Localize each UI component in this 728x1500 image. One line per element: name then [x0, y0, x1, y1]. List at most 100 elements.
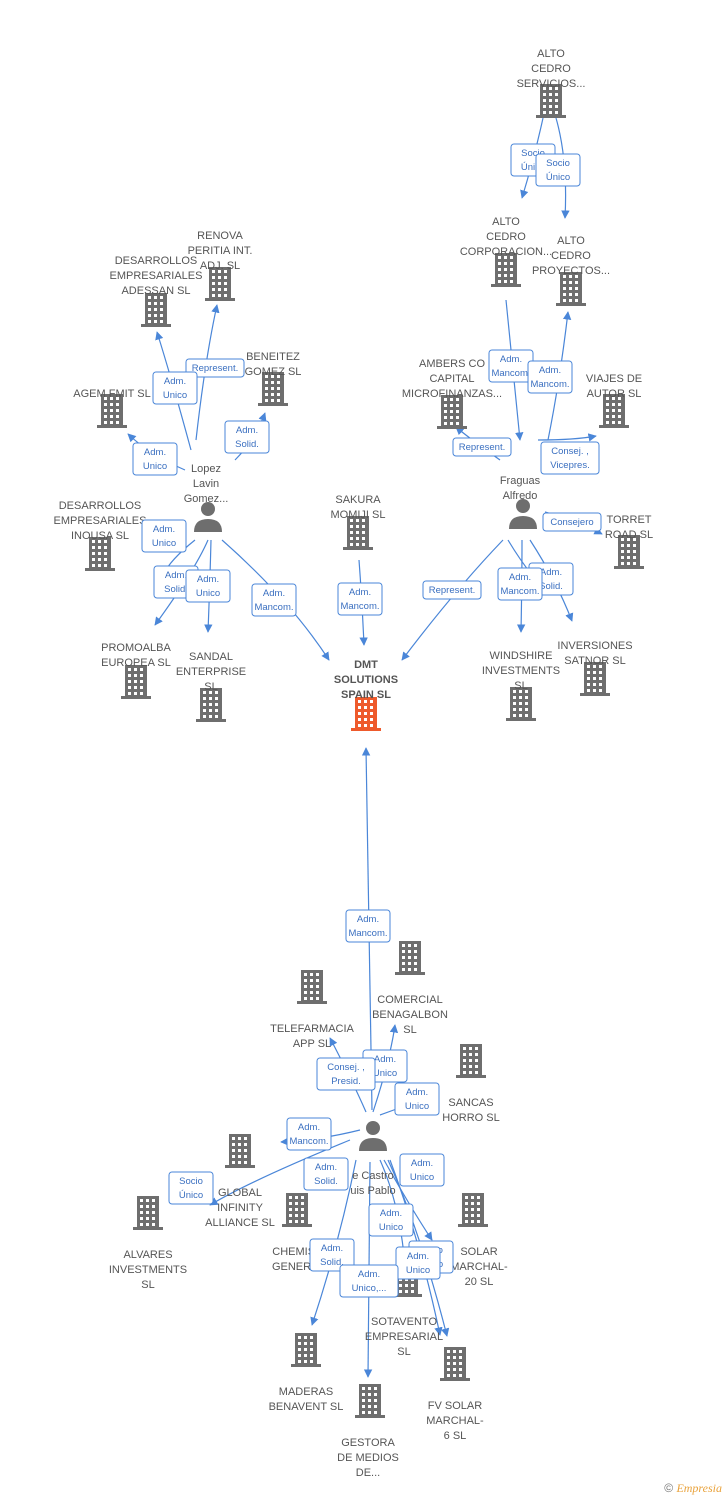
company-label-maderas-line: BENAVENT SL	[269, 1401, 344, 1413]
company-label-gestora-line: DE MEDIOS	[337, 1452, 399, 1464]
relation-edge	[387, 1159, 450, 1337]
relation-text: Adm.Unico,...	[352, 1269, 387, 1294]
company-label-alto_serv-line: SERVICIOS...	[517, 78, 586, 90]
relation-label-r22[interactable]: Consej. ,Presid.	[316, 1057, 376, 1091]
company-building-icon	[395, 941, 425, 975]
person-label-castro-line: e Castro	[352, 1170, 394, 1182]
relation-text-line: Represent.	[192, 363, 238, 374]
relation-text-line: Adm.	[164, 376, 186, 387]
relation-label-r6[interactable]: Adm.Unico	[132, 442, 178, 476]
relation-box	[368, 1203, 414, 1237]
company-label-adessan-line: EMPRESARIALES	[110, 270, 203, 282]
company-label-telefarmacia-line: APP SL	[293, 1038, 331, 1050]
company-building-icon	[225, 1134, 255, 1168]
relation-label-r17[interactable]: Represent.	[422, 580, 482, 600]
relation-label-r25[interactable]: Adm.Solid.	[303, 1157, 349, 1191]
relation-label-r10[interactable]: Consej. ,Vicepres.	[540, 441, 600, 475]
company-label-viajes-line: AUTOR SL	[587, 388, 642, 400]
relation-label-r23[interactable]: Adm.Unico	[394, 1082, 440, 1116]
company-label-torret-line: TORRET	[606, 514, 651, 526]
relation-label-r14[interactable]: Adm.Mancom.	[251, 583, 297, 617]
relation-label-r29[interactable]: Adm.Solid.	[309, 1238, 355, 1272]
company-node-agem[interactable]: AGEM FMIT SL	[73, 388, 151, 428]
brand-logo[interactable]: Empresia	[676, 1481, 722, 1495]
relation-label-r13[interactable]: Adm.Unico	[185, 569, 231, 603]
company-label-ambers-line: MICROFINANZAS...	[402, 388, 502, 400]
company-label-inousa-line: INOUSA SL	[71, 530, 129, 542]
relation-label-r24[interactable]: Adm.Mancom.	[286, 1117, 332, 1151]
company-label-adessan-line: ADESSAN SL	[121, 285, 190, 297]
relation-text-line: Adm.	[321, 1243, 343, 1254]
relation-text-line: Socio	[546, 158, 570, 169]
relation-label-r4[interactable]: Adm.Unico	[152, 371, 198, 405]
relation-box	[251, 583, 297, 617]
company-label-gestora-line: DE...	[356, 1467, 380, 1479]
relation-text-line: Adm.	[500, 354, 522, 365]
relation-text-line: Adm.	[374, 1054, 396, 1065]
relation-label-r15[interactable]: Adm.Mancom.	[337, 582, 383, 616]
relation-text-line: Unico	[143, 461, 167, 472]
relation-label-r5[interactable]: Adm.Solid.	[224, 420, 270, 454]
relation-label-r16[interactable]: Consejero	[542, 512, 602, 532]
relation-label-r28[interactable]: Adm.Unico	[368, 1203, 414, 1237]
relation-label-r7[interactable]: Adm.Mancom.	[488, 349, 534, 383]
company-building-icon	[536, 84, 566, 118]
relation-label-r19[interactable]: Adm.Mancom.	[497, 567, 543, 601]
relation-label-r11[interactable]: Adm.Unico	[141, 519, 187, 553]
relation-box	[540, 441, 600, 475]
relation-box	[452, 437, 512, 457]
company-label-alvares-line: ALVARES	[123, 1249, 172, 1261]
company-label-sotavento-line: SOTAVENTO	[371, 1316, 437, 1328]
relation-label-r20[interactable]: Adm.Mancom.	[345, 909, 391, 943]
relation-label-r32[interactable]: Adm.Unico,...	[339, 1264, 399, 1298]
relation-label-r3[interactable]: Represent.	[185, 358, 245, 378]
relation-label-r8[interactable]: Adm.Mancom.	[527, 360, 573, 394]
company-label-satnor-line: SATNOR SL	[564, 655, 626, 667]
relation-text: Adm.Solid.	[235, 425, 259, 450]
relation-label-r31[interactable]: Adm.Unico	[395, 1246, 441, 1280]
company-label-ambers-line: CAPITAL	[429, 373, 474, 385]
company-label-renova-line: RENOVA	[197, 230, 243, 242]
relation-label-r9[interactable]: Represent.	[452, 437, 512, 457]
relation-text-line: Mancom.	[340, 601, 379, 612]
relation-label-r26[interactable]: Adm.Unico	[399, 1153, 445, 1187]
